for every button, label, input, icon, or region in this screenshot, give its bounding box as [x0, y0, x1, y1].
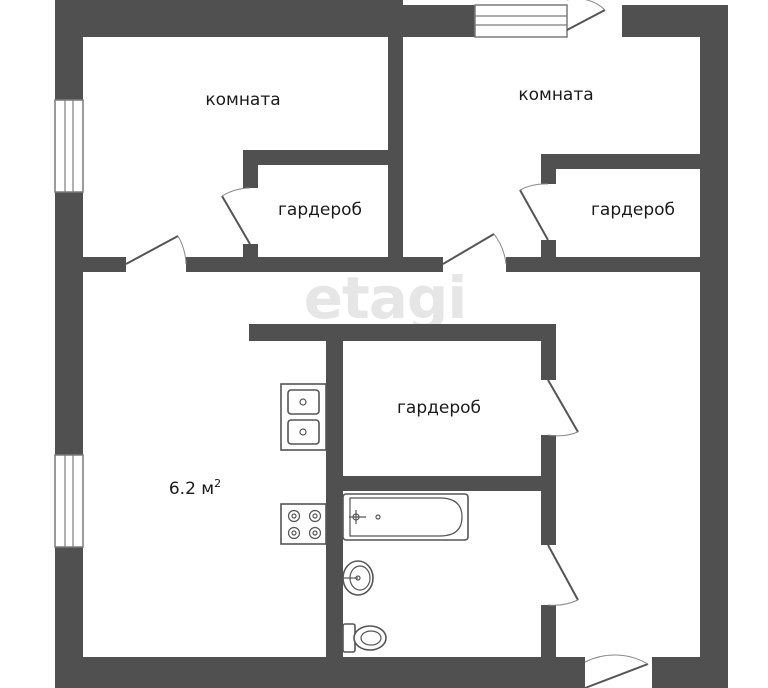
outer-wall-bottom-right: [652, 657, 728, 688]
toilet-icon: [342, 623, 387, 653]
door-room1: [125, 235, 187, 265]
room-label-left: комната: [205, 90, 281, 110]
wall-room1-bottom-right: [186, 257, 443, 272]
outer-wall-left-mid: [55, 192, 83, 455]
outer-wall-top-corner: [622, 5, 700, 37]
bathtub-icon: [342, 493, 469, 541]
wall-room1-bottom-left: [83, 257, 126, 272]
door-entrance: [584, 654, 649, 688]
door-closet2: [519, 183, 549, 241]
kitchen-area-unit-superscript: 2: [214, 477, 222, 491]
room-label-right: комната: [518, 85, 594, 105]
window-left-bottom: [54, 454, 84, 548]
closet-label-left: гардероб: [277, 200, 363, 220]
window-top-right: [474, 4, 568, 38]
door-balcony: [566, 0, 606, 31]
wall-between-rooms: [388, 0, 403, 272]
window-left-top: [54, 99, 84, 193]
wall-closet2-left: [541, 154, 556, 184]
kitchen-sink-icon: [280, 383, 327, 451]
washbasin-icon: [342, 560, 374, 596]
wall-core-top: [249, 324, 556, 341]
kitchen-area-value: 6.2 м: [168, 478, 215, 499]
door-closet3: [547, 379, 579, 437]
outer-wall-top-right: [403, 5, 475, 37]
outer-wall-right: [700, 5, 728, 688]
wall-room2-bottom: [506, 257, 700, 272]
outer-wall-left-top: [55, 0, 83, 100]
closet-label-right: гардероб: [590, 200, 676, 220]
wall-closet2-top: [541, 154, 700, 169]
wall-closet2-left-stub: [541, 240, 556, 257]
wall-core-right-bottom: [541, 605, 556, 657]
door-room2: [442, 233, 507, 265]
door-closet1: [221, 187, 251, 245]
wall-closet1-left-stub: [243, 244, 258, 257]
stove-icon: [280, 503, 327, 545]
kitchen-area-label: 6.2 м2: [169, 477, 221, 499]
closet-label-center: гардероб: [396, 398, 482, 418]
watermark-logo: etagi: [303, 264, 468, 332]
wall-closet1-top: [243, 150, 388, 165]
wall-closet3-bottom: [326, 476, 556, 491]
wall-core-right-top: [541, 324, 556, 380]
door-bathroom: [547, 544, 579, 606]
wall-closet1-left: [243, 150, 258, 188]
outer-wall-bottom-left: [55, 657, 585, 688]
outer-wall-top-left: [55, 0, 390, 37]
